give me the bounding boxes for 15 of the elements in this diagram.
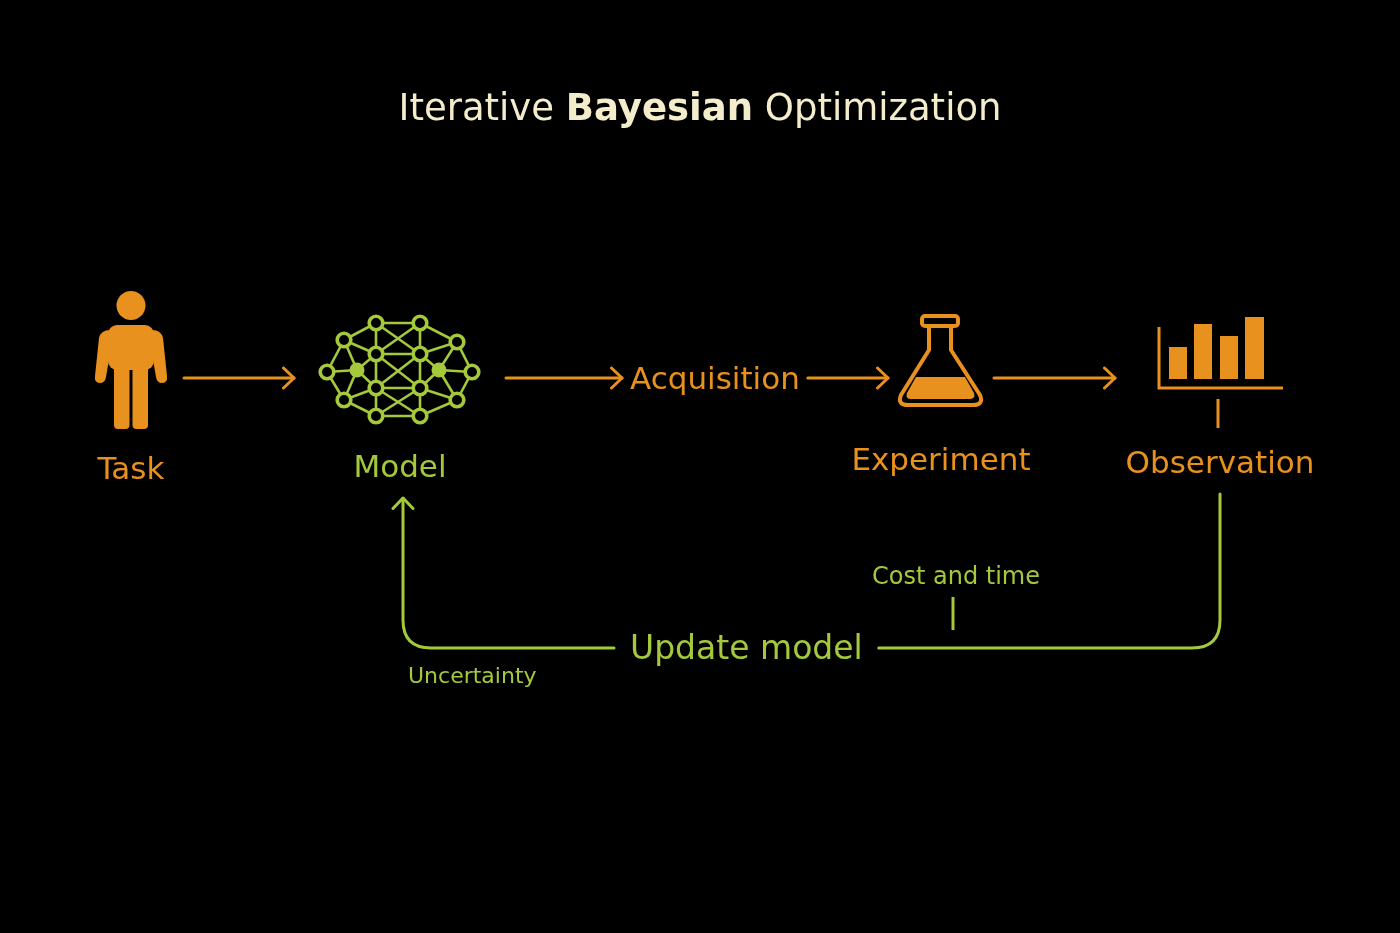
node-label: Task	[97, 450, 165, 486]
node-label: Observation	[1125, 444, 1315, 480]
node-label: Model	[353, 448, 447, 484]
step-label: Acquisition	[630, 358, 800, 398]
connector-line	[877, 492, 1222, 650]
step-label: Update model	[630, 626, 863, 670]
arrow	[992, 366, 1117, 390]
arrow	[391, 496, 616, 650]
arrow	[806, 366, 890, 390]
arrow	[504, 366, 624, 390]
arrow	[182, 366, 296, 390]
node-label: Experiment	[851, 441, 1031, 477]
annotation-text: Uncertainty	[408, 663, 537, 689]
annotation-text: Cost and time	[872, 562, 1040, 590]
title: Iterative Bayesian Optimization	[398, 85, 1002, 131]
